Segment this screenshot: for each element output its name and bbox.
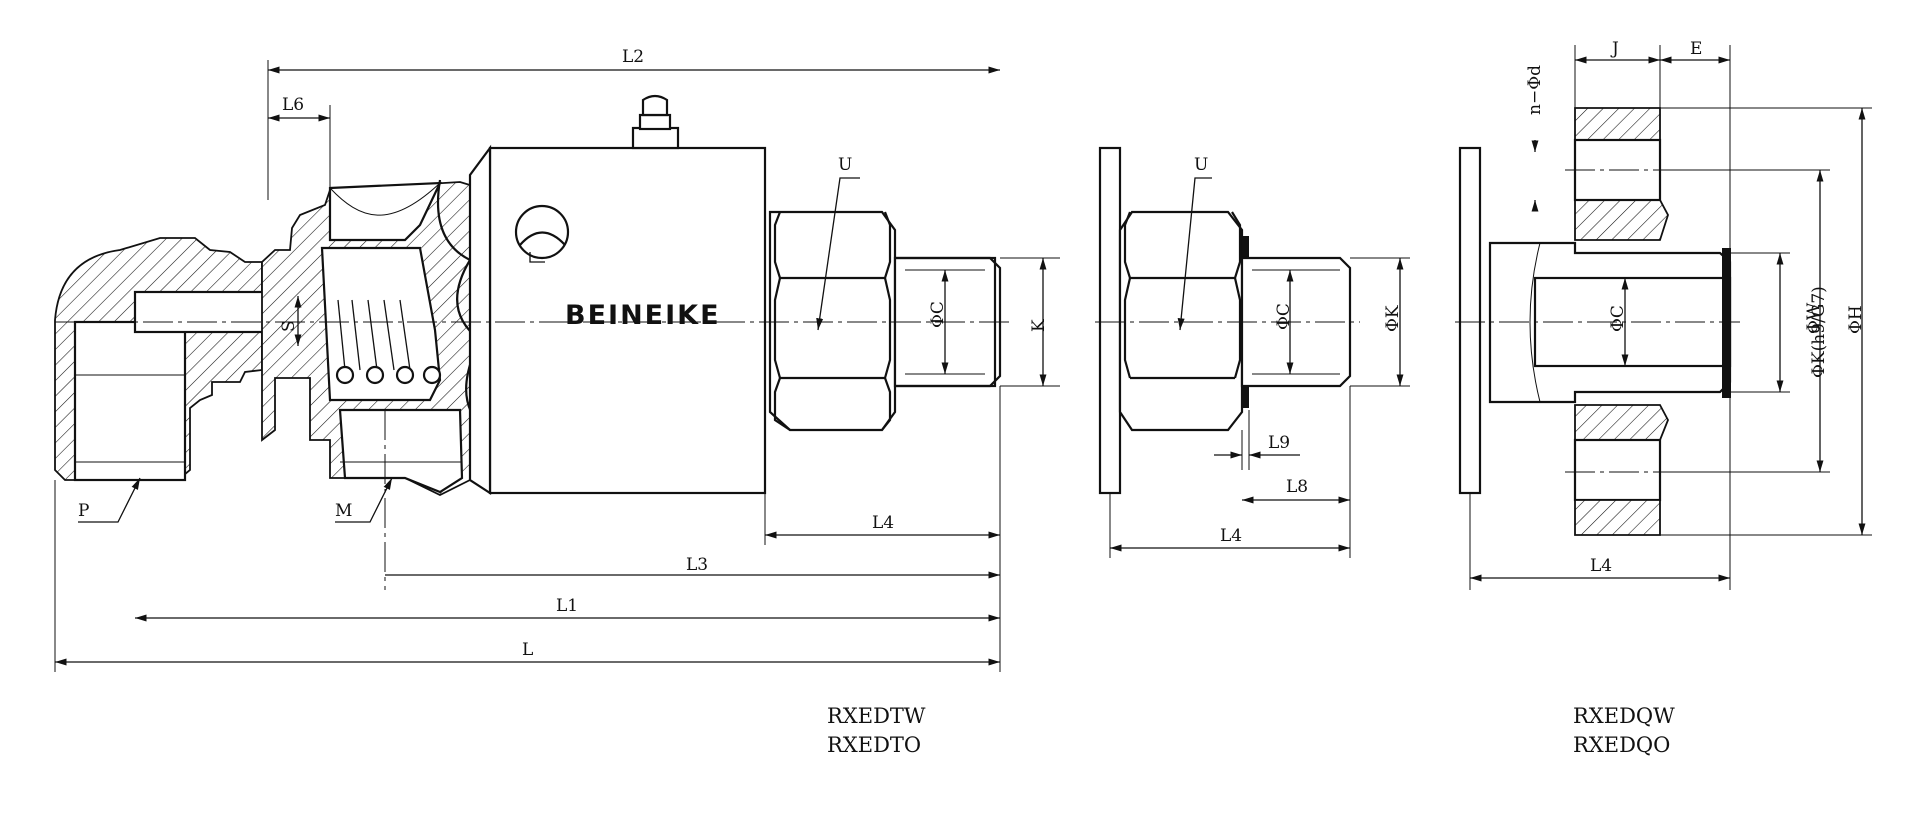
dim-L9: L9: [1268, 433, 1290, 453]
brand-label: BEINEIKE: [565, 300, 721, 331]
label-U: U: [838, 155, 852, 175]
dim-L4-middle: L4: [1220, 526, 1242, 546]
dim-phiC: ΦC: [928, 301, 948, 328]
dim-E: E: [1690, 39, 1702, 59]
label-U-2: U: [1194, 155, 1208, 175]
dim-L8: L8: [1286, 477, 1308, 497]
dim-phiH: ΦH: [1846, 305, 1866, 334]
threaded-end-view: U ΦC ΦK L9 L8 L4 RXEDTW RXEDTO: [827, 146, 1410, 757]
model-middle-2: RXEDTO: [827, 733, 921, 757]
model-right-2: RXEDQO: [1573, 733, 1670, 757]
dim-phiC-3: ΦC: [1608, 305, 1628, 332]
grease-nipple: [631, 94, 680, 150]
dim-J: J: [1610, 39, 1619, 59]
sight-hole: [514, 204, 570, 263]
dim-L1: L1: [556, 596, 578, 616]
dim-K: K: [1029, 319, 1049, 332]
seal-ring-top: [1242, 236, 1249, 258]
dim-phiC-2: ΦC: [1274, 303, 1294, 330]
flange-plate-2: [1458, 146, 1482, 495]
flange-top-outer: [1574, 107, 1661, 141]
spring-chamber: [320, 246, 442, 402]
dim-L4-right: L4: [1590, 556, 1612, 576]
hex-nut: [768, 210, 897, 432]
flange-bottom-outer: [1574, 499, 1661, 536]
flange-plate: [1098, 146, 1122, 495]
elbow-port: [73, 320, 187, 482]
stem-cutout: [328, 181, 442, 242]
model-right-1: RXEDQW: [1573, 704, 1675, 728]
seal-ring-bottom: [1242, 386, 1249, 408]
model-middle-1: RXEDTW: [827, 704, 926, 728]
seal-ring-flange: [1722, 248, 1731, 398]
main-joint-view: BEINEIKE L2 L6 S: [54, 47, 1060, 672]
dim-n-phid: n−Φd: [1525, 65, 1545, 115]
dim-L: L: [522, 640, 533, 660]
dim-L2: L2: [622, 47, 644, 67]
dim-phiW: ΦW: [1804, 302, 1824, 334]
flanged-end-view: J E n−Φd ΦC ΦK(h9/G7) ΦW ΦH L4 RXEDQW RX…: [1455, 39, 1872, 757]
dim-L3: L3: [686, 555, 708, 575]
flange-top-mid: [1574, 199, 1669, 241]
spring: [335, 299, 442, 385]
dim-L4-main: L4: [872, 513, 894, 533]
dim-L6: L6: [282, 95, 304, 115]
label-P: P: [78, 501, 89, 521]
bolt-hole-bottom: [1573, 438, 1662, 502]
flange-bottom-mid: [1574, 404, 1669, 441]
dim-S: S: [279, 320, 299, 332]
dim-phiK-2: ΦK: [1383, 305, 1403, 332]
label-M: M: [335, 501, 352, 521]
bottom-port: [338, 408, 464, 494]
